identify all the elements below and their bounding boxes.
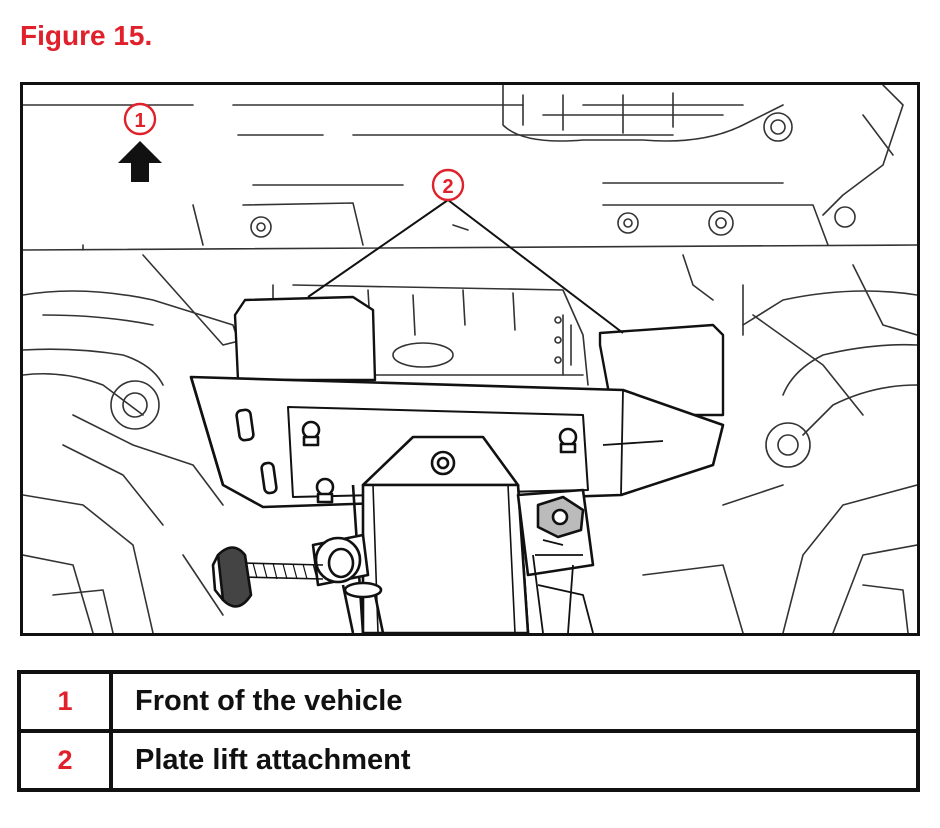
- legend-description: Front of the vehicle: [109, 670, 920, 733]
- legend-description: Plate lift attachment: [109, 729, 920, 792]
- legend-number: 2: [17, 729, 113, 792]
- callout-2-label: 2: [442, 176, 453, 198]
- callout-2-leader-lines: [307, 199, 624, 334]
- callout-1-marker: 1: [123, 102, 157, 136]
- legend-row: 2 Plate lift attachment: [17, 729, 920, 792]
- legend-number: 1: [17, 670, 113, 733]
- arrow-up-icon: [118, 141, 162, 182]
- vehicle-underside-illustration: 1 2: [20, 82, 920, 636]
- callout-2-marker: 2: [431, 168, 465, 202]
- jack-mount: [211, 435, 595, 633]
- support-pads: [233, 295, 725, 417]
- callout-1-label: 1: [134, 110, 145, 132]
- callout-legend-table: 1 Front of the vehicle 2 Plate lift atta…: [17, 670, 920, 792]
- legend-row: 1 Front of the vehicle: [17, 670, 920, 733]
- figure-title: Figure 15.: [20, 20, 153, 51]
